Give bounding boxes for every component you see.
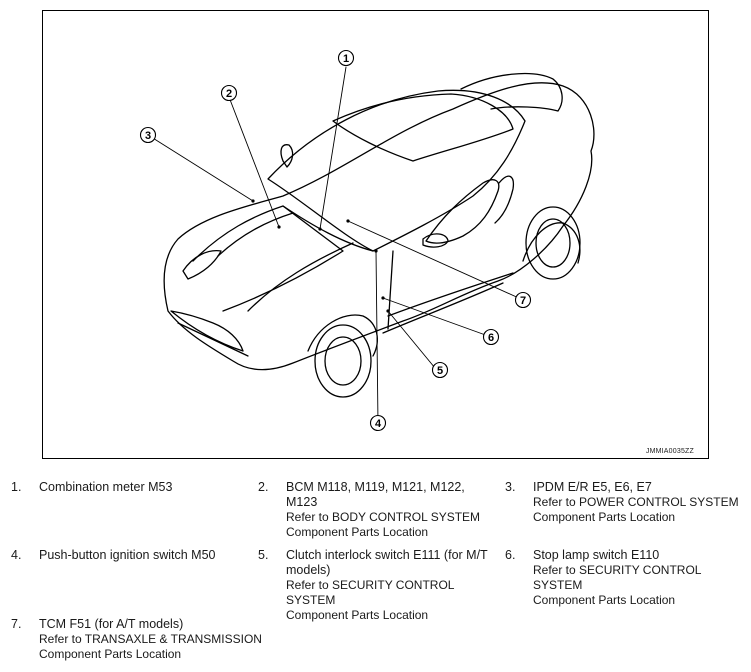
legend-title: Clutch interlock switch E111 (for M/T mo…	[286, 548, 488, 577]
svg-text:3: 3	[145, 130, 151, 142]
legend-number: 5.	[258, 548, 269, 562]
legend-number: 6.	[505, 548, 516, 562]
component-location-figure: 1 2 3 4 5 6 7	[42, 10, 709, 459]
legend-refer-link[interactable]: Refer to TRANSAXLE & TRANSMISSION	[39, 632, 262, 646]
svg-text:7: 7	[520, 295, 526, 307]
legend-sub: Component Parts Location	[286, 608, 429, 622]
legend-sub: Component Parts Location	[39, 647, 182, 661]
legend-title: TCM F51 (for A/T models)	[39, 617, 184, 631]
legend-refer-link[interactable]: Refer to BODY CONTROL SYSTEM	[286, 510, 481, 524]
legend-refer-link[interactable]: Refer to SECURITY CONTROL SYSTEM	[286, 578, 455, 607]
figure-code: JMMIA0035ZZ	[645, 448, 694, 455]
legend-refer-link[interactable]: Refer to SECURITY CONTROL SYSTEM	[533, 563, 702, 592]
callout-6: 6	[482, 328, 500, 346]
callout-2: 2	[220, 84, 238, 102]
callout-3: 3	[139, 126, 157, 144]
legend-sub: Component Parts Location	[533, 510, 676, 524]
legend-refer-link[interactable]: Refer to POWER CONTROL SYSTEM	[533, 495, 739, 509]
svg-text:4: 4	[375, 418, 382, 430]
legend-number: 1.	[11, 480, 22, 494]
callout-5: 5	[431, 361, 449, 379]
legend-number: 3.	[505, 480, 516, 494]
callout-4: 4	[369, 414, 387, 432]
legend-title: Stop lamp switch E110	[533, 548, 660, 562]
car-illustration: 1 2 3 4 5 6 7	[139, 49, 595, 432]
legend-number: 4.	[11, 548, 22, 562]
svg-text:1: 1	[343, 53, 349, 65]
legend-title: IPDM E/R E5, E6, E7	[533, 480, 652, 494]
legend-title: Push-button ignition switch M50	[39, 548, 216, 562]
legend-sub: Component Parts Location	[286, 525, 429, 539]
svg-text:5: 5	[437, 365, 443, 377]
legend-sub: Component Parts Location	[533, 593, 676, 607]
callout-7: 7	[514, 291, 532, 309]
svg-text:6: 6	[488, 332, 494, 344]
svg-text:2: 2	[226, 88, 232, 100]
legend-number: 7.	[11, 617, 22, 631]
legend-title: Combination meter M53	[39, 480, 173, 494]
legend-title: BCM M118, M119, M121, M122, M123	[286, 480, 465, 509]
legend-number: 2.	[258, 480, 269, 494]
callout-1: 1	[337, 49, 355, 67]
